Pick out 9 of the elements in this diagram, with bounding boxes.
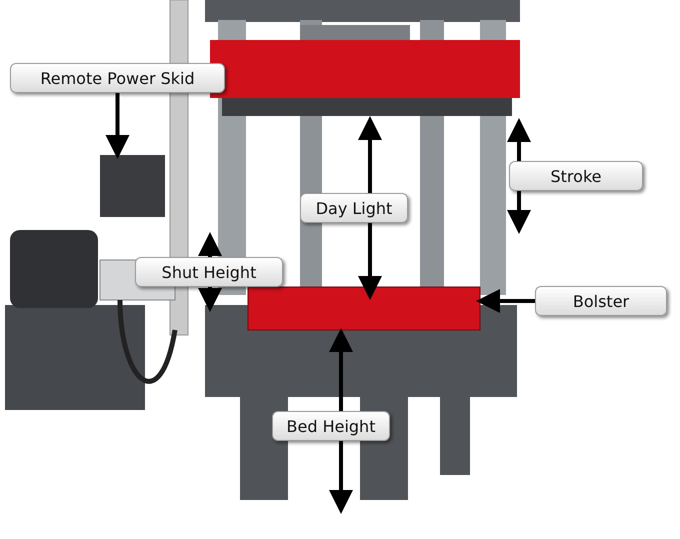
callout-label: Shut Height — [135, 257, 283, 287]
leader-arrow — [106, 93, 130, 159]
callout-label: Stroke — [509, 161, 643, 191]
leader-arrow — [476, 289, 535, 313]
callout-label: Bolster — [535, 286, 667, 316]
callout-label: Day Light — [300, 193, 408, 223]
bolster-plate — [248, 286, 480, 330]
callout-label: Remote Power Skid — [10, 63, 225, 93]
callout-label: Bed Height — [272, 411, 390, 441]
